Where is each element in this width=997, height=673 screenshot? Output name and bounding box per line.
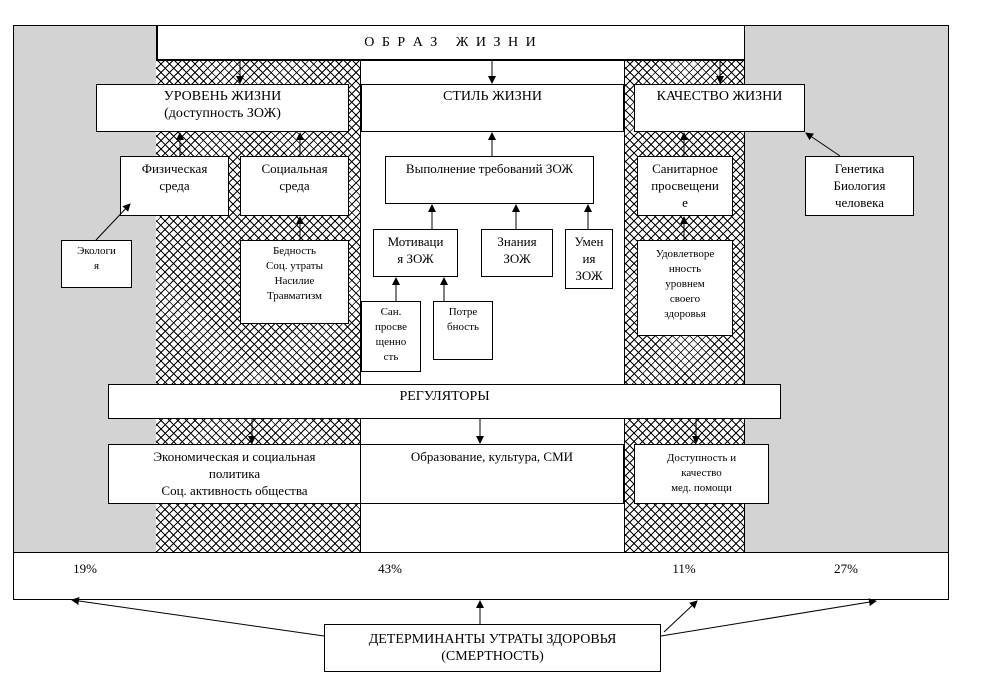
arrow-determinants-11 — [663, 600, 698, 633]
genetics-box: Генетика Биология человека — [805, 156, 914, 216]
quality-of-life-box: КАЧЕСТВО ЖИЗНИ — [634, 84, 805, 132]
percent-cell-3: 11% — [624, 552, 745, 600]
motivation-box: Мотиваци я ЗОЖ — [373, 229, 458, 277]
sanitary-education-box: Санитарное просвещени е — [637, 156, 733, 216]
arrow-determinants-27 — [660, 598, 877, 637]
sanitary-literacy-box: Сан. просве щенно сть — [361, 301, 421, 372]
skills-box: Умен ия ЗОЖ — [565, 229, 613, 289]
divider — [360, 60, 361, 553]
knowledge-box: Знания ЗОЖ — [481, 229, 553, 277]
zozh-requirements-box: Выполнение требований ЗОЖ — [385, 156, 594, 204]
percent-cell-4: 27% — [744, 552, 949, 600]
percent-cell-2: 43% — [156, 552, 625, 600]
ecology-box: Экологи я — [61, 240, 132, 288]
level-of-life-box: УРОВЕНЬ ЖИЗНИ (доступность ЗОЖ) — [96, 84, 349, 132]
percent-cell-1: 19% — [13, 552, 157, 600]
regulators-box: РЕГУЛЯТОРЫ — [108, 384, 781, 419]
arrow-determinants-19 — [71, 597, 325, 637]
need-box: Потре бность — [433, 301, 493, 360]
economic-policy-box: Экономическая и социальная политика Соц.… — [108, 444, 361, 504]
medical-care-box: Доступность и качество мед. помощи — [634, 444, 769, 504]
physical-environment-box: Физическая среда — [120, 156, 229, 216]
style-of-life-box: СТИЛЬ ЖИЗНИ — [361, 84, 624, 132]
page-title: О Б Р А З Ж И З Н И — [157, 25, 745, 60]
health-satisfaction-box: Удовлетворе нность уровнем своего здоров… — [637, 240, 733, 336]
education-culture-box: Образование, культура, СМИ — [361, 444, 624, 504]
social-environment-box: Социальная среда — [240, 156, 349, 216]
determinants-box: ДЕТЕРМИНАНТЫ УТРАТЫ ЗДОРОВЬЯ (СМЕРТНОСТЬ… — [324, 624, 661, 672]
poverty-box: Бедность Соц. утраты Насилие Травматизм — [240, 240, 349, 324]
